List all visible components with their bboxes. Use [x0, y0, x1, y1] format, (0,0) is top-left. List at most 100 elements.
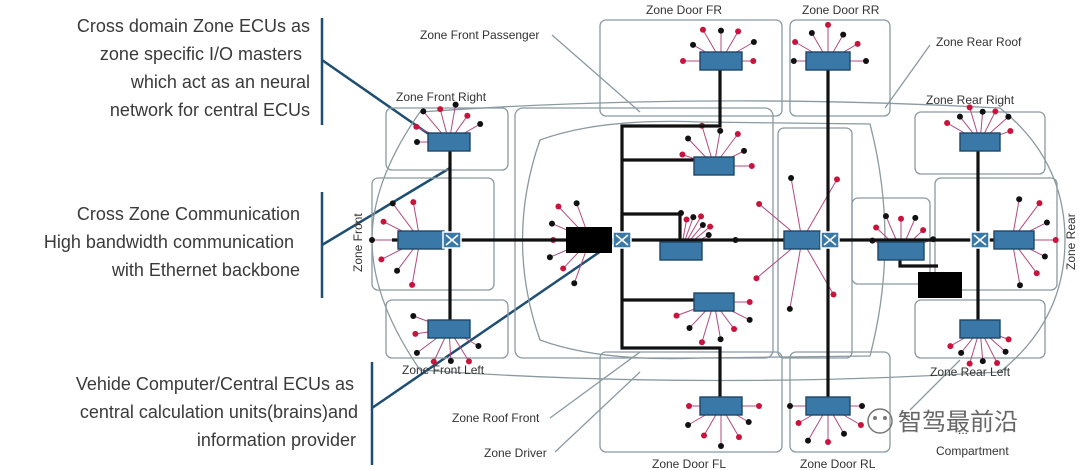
ecu-rear-left	[959, 319, 1001, 339]
sensor-node	[741, 147, 748, 154]
sensor-node	[992, 108, 999, 115]
central-computer-rear	[918, 272, 962, 298]
sensor-node	[792, 39, 799, 45]
callout-brackets	[320, 18, 621, 465]
pointer-communication	[321, 166, 451, 247]
sensor-node	[825, 439, 831, 445]
switch-cross-icon	[973, 234, 987, 246]
sensor-node	[756, 201, 763, 208]
sensor-node	[947, 343, 954, 350]
sensor-node	[756, 403, 762, 409]
sensor-node	[1043, 219, 1050, 226]
sensor-node	[1005, 113, 1012, 120]
ecu-door-fl	[699, 396, 743, 416]
watermark-logo-eye-left	[873, 416, 877, 420]
box-front-right	[385, 107, 509, 171]
leader-rear-roof	[884, 44, 931, 109]
callout-central-line-3: information provider	[196, 430, 356, 450]
sensor-node	[786, 305, 793, 312]
sensor-node	[746, 316, 753, 323]
ecu-front-right	[427, 132, 471, 152]
box-front-cabin	[514, 107, 774, 359]
sensor-node	[680, 58, 686, 64]
backbone-door-fl-link	[620, 240, 722, 405]
sensor-node	[548, 220, 555, 227]
sensor-node	[717, 336, 724, 343]
ecu-front-left	[427, 319, 471, 339]
ecu-cabin-upper	[693, 156, 735, 176]
sensor-node	[412, 330, 419, 337]
sensor-node	[452, 101, 459, 108]
label-zone-rear-right: Zone Rear Right	[926, 93, 1015, 107]
label-zone-driver: Zone Driver	[484, 446, 547, 460]
ecu-cabin-center	[659, 241, 703, 261]
sensor-wire	[801, 179, 838, 241]
sensor-node	[944, 120, 951, 126]
label-zone-front-passenger: Zone Front Passenger	[420, 28, 539, 42]
ecu-cabin-lower	[693, 292, 735, 312]
sensor-node	[745, 419, 752, 425]
ecu-rear	[993, 230, 1035, 250]
sensor-node	[685, 135, 692, 142]
sensor-node	[857, 422, 864, 428]
sensor-node	[686, 403, 692, 409]
sensor-node	[420, 108, 427, 115]
leader-front-passenger	[551, 34, 641, 113]
sensor-node	[854, 40, 861, 47]
sensor-node	[1016, 196, 1023, 203]
label-zone-rear: Zone Rear	[1064, 213, 1078, 270]
sensor-node	[378, 256, 385, 263]
sensor-node	[731, 325, 738, 332]
sensor-node	[1041, 253, 1048, 260]
callout-zone-ecus-line-3: which act as an neural	[130, 72, 310, 92]
sensor-node	[673, 312, 680, 319]
sensor-node	[717, 127, 724, 134]
leader-compartment	[909, 359, 961, 411]
sensor-node	[1002, 348, 1009, 355]
sensor-node	[734, 130, 741, 137]
cabin-outline	[521, 120, 886, 360]
sensor-node	[1007, 127, 1014, 134]
callout-zone-ecus-line-2: zone specific I/O masters	[99, 44, 302, 64]
sensor-node	[437, 106, 444, 113]
sensor-node	[966, 360, 973, 367]
sensor-node	[863, 58, 869, 64]
sensor-node	[736, 434, 742, 441]
sensor-node	[808, 30, 815, 37]
label-zone-door-rl: Zone Door RL	[800, 457, 876, 470]
watermark-text: 智驾最前沿	[898, 409, 1018, 436]
label-zone-roof-front: Zone Roof Front	[452, 411, 540, 425]
sensor-node	[966, 104, 973, 111]
sensor-node	[840, 31, 847, 38]
ecu-rear-center	[877, 241, 925, 261]
sensor-node	[464, 112, 471, 119]
label-zone-front: Zone Front	[351, 213, 365, 272]
sensor-node	[787, 403, 793, 409]
sensor-node	[705, 232, 712, 238]
sensor-node	[410, 313, 417, 320]
sensor-node	[979, 108, 986, 115]
sensor-node	[707, 223, 714, 230]
sensor-node	[1052, 237, 1059, 243]
sensor-node	[430, 358, 437, 365]
callout-zone-ecus: Cross domain Zone ECUs as zone specific …	[20, 12, 310, 124]
callout-zone-ecus-line-4: network for central ECUs	[109, 100, 310, 120]
label-zone-door-fr: Zone Door FR	[646, 3, 722, 17]
sensor-node	[698, 213, 704, 220]
pointer-central	[371, 236, 621, 410]
sensor-node	[414, 139, 420, 145]
switch-cross-icon	[615, 234, 629, 246]
sensor-node	[409, 281, 416, 288]
sensor-clusters	[369, 21, 1059, 449]
ecu-front	[397, 230, 445, 250]
box-front	[371, 177, 495, 291]
callout-communication: Cross Zone Communication High bandwidth …	[10, 200, 300, 284]
sensor-node	[1033, 270, 1040, 277]
sensor-node	[735, 28, 742, 35]
sensor-node	[698, 339, 705, 346]
sensor-node	[380, 218, 387, 225]
sensor-node	[410, 199, 417, 206]
sensor-node	[413, 349, 420, 356]
sensor-node	[750, 39, 757, 45]
